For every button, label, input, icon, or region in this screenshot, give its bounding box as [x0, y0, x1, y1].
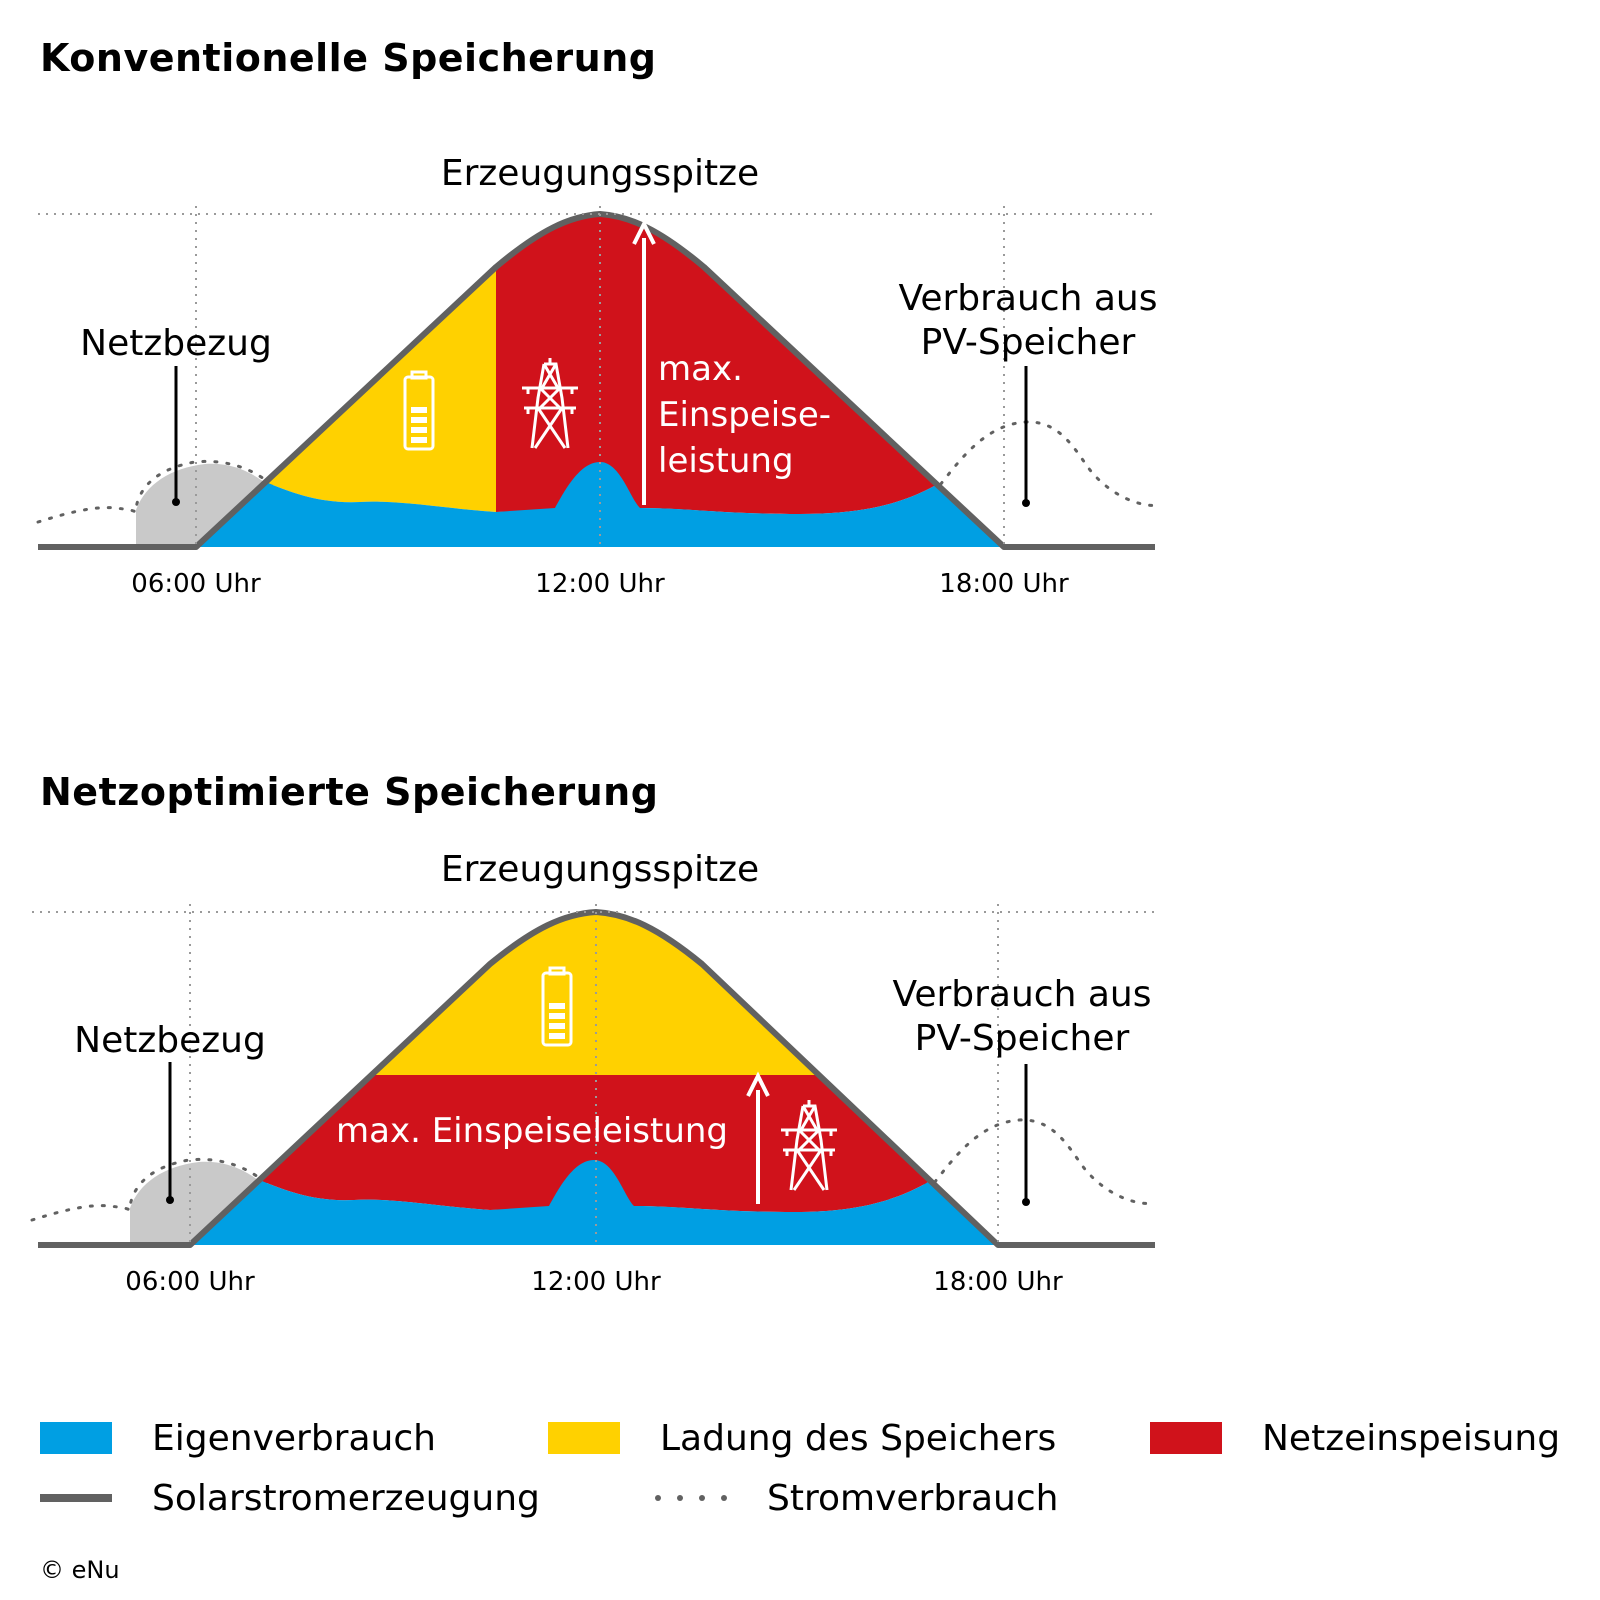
battery-charging-area: [268, 267, 496, 512]
legend-netzeinspeisung: Netzeinspeisung: [1150, 1417, 1561, 1459]
netzbezug-area: [130, 1161, 262, 1245]
legend-label: Stromverbrauch: [767, 1477, 1059, 1519]
legend-label: Solarstromerzeugung: [152, 1477, 540, 1519]
verbrauch-label-line1: Verbrauch aus: [899, 278, 1158, 319]
consumption-dotted-line: [30, 1118, 1156, 1222]
legend-swatch-blue: [40, 1422, 112, 1454]
power-pylon-icon: [522, 358, 578, 449]
tick-0600: 06:00 Uhr: [125, 1267, 255, 1297]
self-consumption-area: [196, 462, 1004, 547]
battery-icon: [541, 966, 573, 1047]
consumption-dotted-line: [36, 420, 1162, 524]
verbrauch-label-line2: PV-Speicher: [915, 1018, 1130, 1059]
peak-label: Erzeugungsspitze: [441, 153, 759, 194]
grid-feed-in-area: [496, 216, 936, 514]
feed-in-label: max. Einspeiseleistung: [336, 1111, 728, 1151]
legend-solar: Solarstromerzeugung: [40, 1477, 540, 1519]
tick-1200: 12:00 Uhr: [535, 569, 665, 599]
section-title-grid-optimized: Netzoptimierte Speicherung: [40, 770, 659, 814]
peak-label: Erzeugungsspitze: [441, 849, 759, 890]
battery-icon: [403, 370, 435, 451]
verbrauch-label-line1: Verbrauch aus: [893, 974, 1152, 1015]
legend-swatch-dotted-line: [655, 1494, 727, 1502]
arrow-head: [632, 219, 656, 245]
legend-swatch-red: [1150, 1422, 1222, 1454]
diagram-conventional-storage: Erzeugungsspitze Netzbezug Verbrauch aus…: [36, 153, 1162, 599]
arrow-head: [746, 1071, 770, 1097]
section-title-conventional: Konventionelle Speicherung: [40, 36, 657, 80]
legend-eigenverbrauch: Eigenverbrauch: [40, 1417, 436, 1459]
copyright: © eNu: [40, 1556, 120, 1584]
netzbezug-area: [136, 463, 268, 547]
verbrauch-pointer-dot: [1022, 1198, 1030, 1206]
diagram-grid-optimized-storage: Erzeugungsspitze Netzbezug Verbrauch aus…: [30, 849, 1158, 1297]
tick-0600: 06:00 Uhr: [131, 569, 261, 599]
power-pylon-icon: [781, 1100, 837, 1191]
verbrauch-label-line2: PV-Speicher: [921, 322, 1136, 363]
grid-feed-in-area: [262, 1075, 930, 1212]
tick-1800: 18:00 Uhr: [939, 569, 1069, 599]
netzbezug-label: Netzbezug: [80, 323, 272, 364]
legend-ladung: Ladung des Speichers: [548, 1417, 1057, 1459]
legend-swatch-solid-line: [40, 1494, 112, 1502]
netzbezug-pointer-dot: [166, 1196, 174, 1204]
self-consumption-area: [190, 1160, 998, 1245]
tick-1200: 12:00 Uhr: [531, 1267, 661, 1297]
legend-verbrauch: Stromverbrauch: [655, 1477, 1059, 1519]
feed-in-label-line2: Einspeise-: [658, 395, 831, 435]
tick-1800: 18:00 Uhr: [933, 1267, 1063, 1297]
legend-label: Netzeinspeisung: [1262, 1417, 1561, 1459]
legend-label: Eigenverbrauch: [152, 1417, 436, 1459]
legend-swatch-yellow: [548, 1422, 620, 1454]
legend-label: Ladung des Speichers: [660, 1417, 1057, 1459]
netzbezug-pointer-dot: [172, 498, 180, 506]
feed-in-label-line3: leistung: [658, 441, 794, 481]
verbrauch-pointer-dot: [1022, 499, 1030, 507]
feed-in-label-line1: max.: [658, 349, 743, 389]
netzbezug-label: Netzbezug: [74, 1020, 266, 1061]
